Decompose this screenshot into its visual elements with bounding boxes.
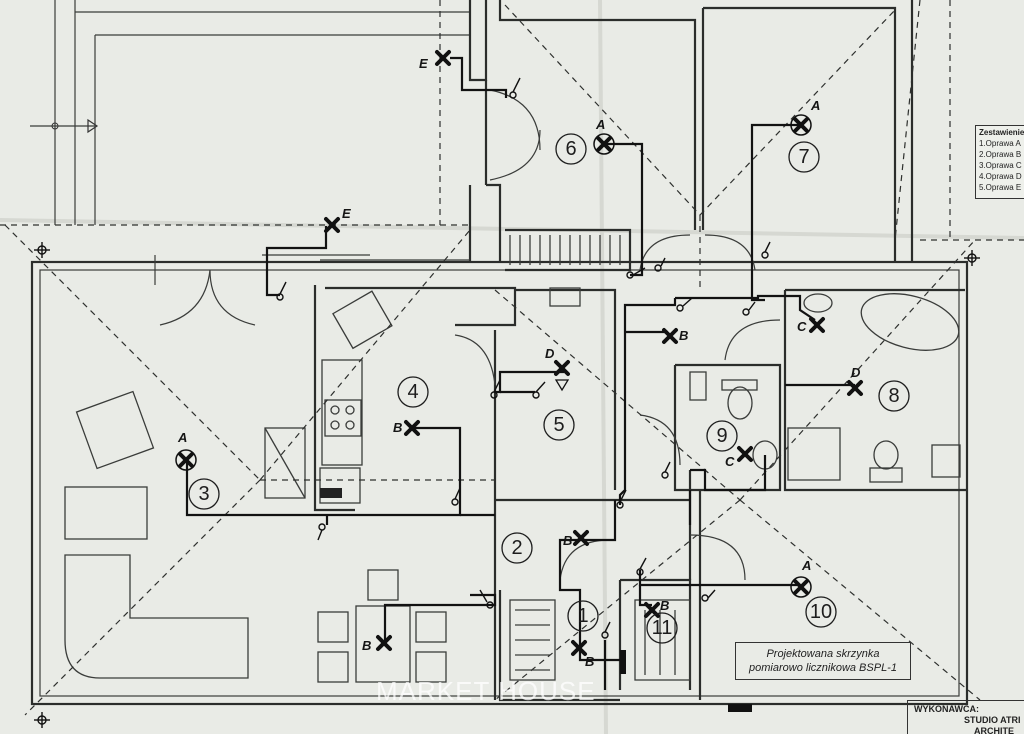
- fixture-b-room1: B: [571, 640, 594, 669]
- fixture-d-room5: D: [545, 346, 570, 392]
- contractor-label: WYKONAWCA:: [914, 704, 979, 714]
- fixture-letter: A: [801, 558, 811, 573]
- svg-text:11: 11: [652, 617, 673, 639]
- svg-text:7: 7: [798, 146, 809, 168]
- fixture-letter: B: [585, 654, 594, 669]
- fixture-letter: E: [342, 206, 351, 221]
- svg-text:1: 1: [577, 605, 588, 627]
- legend-item: 2.Oprawa B: [979, 150, 1022, 159]
- exterior-walls: [30, 0, 969, 706]
- fixture-d-room8: D: [847, 365, 863, 396]
- fixture-legend: Zestawienie 1.Oprawa A 2.Oprawa B 3.Opra…: [975, 125, 1024, 199]
- doors: [159, 89, 781, 581]
- meter-note-line1: Projektowana skrzynka: [766, 648, 880, 660]
- room-label-5: 5: [543, 409, 575, 441]
- fixture-c-room9: C: [725, 446, 753, 469]
- fixture-letter: D: [545, 346, 555, 361]
- stair-hatching: [509, 235, 691, 681]
- room-label-1: 1: [567, 600, 599, 632]
- fixture-c-room8: C: [797, 317, 825, 334]
- legend-item: 1.Oprawa A: [979, 139, 1021, 148]
- room-label-4: 4: [397, 376, 429, 408]
- fixture-letter: A: [595, 117, 605, 132]
- fixture-letter: E: [419, 56, 428, 71]
- fixture-letter: D: [851, 365, 861, 380]
- legend-item: 5.Oprawa E: [979, 183, 1022, 192]
- fixture-b-room2: B: [563, 530, 589, 548]
- legend-item: 4.Oprawa D: [979, 172, 1022, 181]
- fixture-e-terrace: E: [324, 206, 351, 233]
- fixture-letter: A: [810, 98, 820, 113]
- fixture-letter: B: [679, 328, 688, 343]
- roof-dash-lines: [0, 0, 1024, 716]
- fixture-letter: B: [660, 598, 669, 613]
- room-label-3: 3: [188, 478, 220, 510]
- room-numbers: 1 2 3 4 5 6 7 8 9 10 11: [188, 133, 910, 644]
- title-block: WYKONAWCA: STUDIO ATRI ARCHITE: [907, 700, 1024, 734]
- fixture-letter: C: [797, 319, 807, 334]
- fixture-letter: A: [177, 430, 187, 445]
- fixture-a-room6: A: [593, 117, 615, 155]
- legend-title: Zestawienie: [979, 128, 1024, 137]
- fixture-letter: B: [563, 533, 572, 548]
- fixture-b-hall: B: [662, 328, 688, 344]
- fixture-letter: C: [725, 454, 735, 469]
- fixture-letter: B: [362, 638, 371, 653]
- room-label-10: 10: [805, 596, 837, 628]
- interior-walls: [154, 228, 967, 702]
- watermark: MARKET HOUSE: [376, 676, 596, 706]
- svg-text:4: 4: [407, 381, 418, 403]
- svg-text:3: 3: [198, 483, 209, 505]
- room-label-2: 2: [501, 532, 533, 564]
- svg-text:2: 2: [511, 537, 522, 559]
- room-label-9: 9: [706, 420, 738, 452]
- room-label-11: 11: [646, 612, 678, 644]
- meter-box-note: Projektowana skrzynka pomiarowo liczniko…: [735, 642, 911, 680]
- wiring: [185, 56, 855, 712]
- fixture-a-room7: A: [790, 98, 820, 136]
- legend-item: 3.Oprawa C: [979, 161, 1022, 170]
- room-label-7: 7: [788, 141, 820, 173]
- svg-text:10: 10: [810, 601, 832, 623]
- contractor-name: STUDIO ATRI: [964, 715, 1021, 725]
- light-fixtures: E E A A A B B B: [175, 50, 863, 669]
- svg-text:6: 6: [565, 138, 576, 160]
- paper-fold: [598, 0, 608, 734]
- fixture-a-room3: A: [175, 430, 197, 471]
- fixture-b-dining: B: [362, 635, 392, 653]
- switches: [276, 77, 771, 712]
- fixture-b-room4: B: [393, 420, 420, 436]
- room-label-8: 8: [878, 380, 910, 412]
- furniture: [64, 287, 961, 683]
- meter-note-line2: pomiarowo licznikowa BSPL-1: [749, 662, 897, 674]
- contractor-subtitle: ARCHITE: [974, 726, 1014, 734]
- svg-text:5: 5: [553, 414, 564, 436]
- axis-markers: [34, 242, 980, 728]
- svg-text:8: 8: [888, 385, 899, 407]
- fixture-a-room10: A: [790, 558, 812, 598]
- fixture-e-north: E: [419, 50, 451, 71]
- fixture-letter: B: [393, 420, 402, 435]
- svg-text:9: 9: [716, 425, 727, 447]
- room-label-6: 6: [555, 133, 587, 165]
- north-wall-lines: [30, 0, 470, 225]
